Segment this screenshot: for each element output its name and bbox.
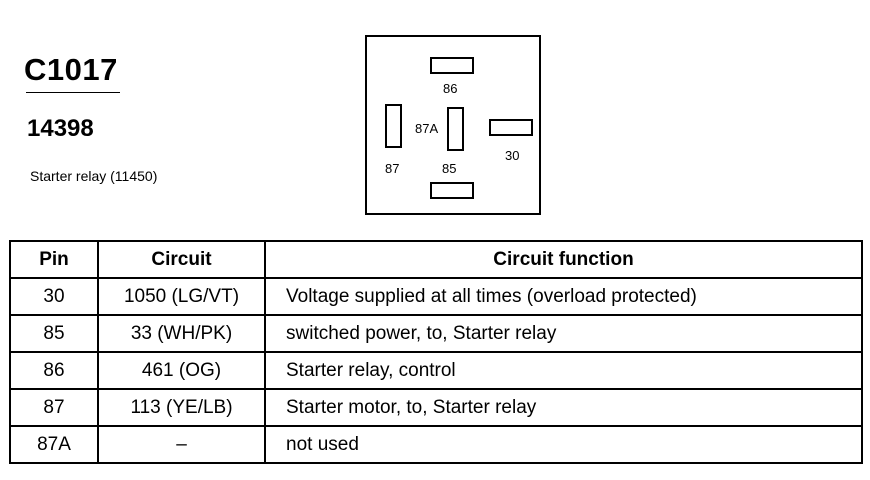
table-row: 87 113 (YE/LB) Starter motor, to, Starte…: [9, 388, 863, 427]
circuit-cell: 33 (WH/PK): [97, 314, 266, 353]
circuit-cell: –: [97, 425, 266, 464]
terminal-86-label: 86: [443, 81, 458, 96]
table-row: 30 1050 (LG/VT) Voltage supplied at all …: [9, 277, 863, 316]
circuit-function-cell: Voltage supplied at all times (overload …: [264, 277, 863, 316]
circuit-function-cell: not used: [264, 425, 863, 464]
terminal-86-blade: [430, 57, 474, 74]
pin-cell: 87: [9, 388, 99, 427]
header-circuit: Circuit: [97, 240, 266, 279]
connector-id: C1017: [24, 52, 118, 87]
circuit-function-cell: Starter relay, control: [264, 351, 863, 390]
terminal-87-label: 87: [385, 161, 400, 176]
terminal-87a-label: 87A: [415, 121, 439, 136]
pin-table: Pin Circuit Circuit function 30 1050 (LG…: [9, 240, 863, 464]
terminal-30-label: 30: [505, 148, 520, 163]
component-description: Starter relay (11450): [30, 168, 158, 184]
connector-pinout-diagram: 86 87A 30 87 85: [365, 35, 541, 215]
table-header-row: Pin Circuit Circuit function: [9, 240, 863, 279]
pin-cell: 85: [9, 314, 99, 353]
table-row: 87A – not used: [9, 425, 863, 464]
terminal-30-blade: [489, 119, 533, 136]
table-row: 85 33 (WH/PK) switched power, to, Starte…: [9, 314, 863, 353]
terminal-87a-blade: [447, 107, 464, 151]
terminal-87-blade: [385, 104, 402, 148]
pin-cell: 87A: [9, 425, 99, 464]
circuit-function-cell: Starter motor, to, Starter relay: [264, 388, 863, 427]
pin-cell: 86: [9, 351, 99, 390]
part-number: 14398: [27, 115, 94, 142]
circuit-cell: 461 (OG): [97, 351, 266, 390]
circuit-cell: 1050 (LG/VT): [97, 277, 266, 316]
circuit-function-cell: switched power, to, Starter relay: [264, 314, 863, 353]
header-circuit-function: Circuit function: [264, 240, 863, 279]
terminal-85-blade: [430, 182, 474, 199]
title-underline: [26, 92, 120, 93]
pin-cell: 30: [9, 277, 99, 316]
terminal-85-label: 85: [442, 161, 457, 176]
table-row: 86 461 (OG) Starter relay, control: [9, 351, 863, 390]
header-pin: Pin: [9, 240, 99, 279]
circuit-cell: 113 (YE/LB): [97, 388, 266, 427]
